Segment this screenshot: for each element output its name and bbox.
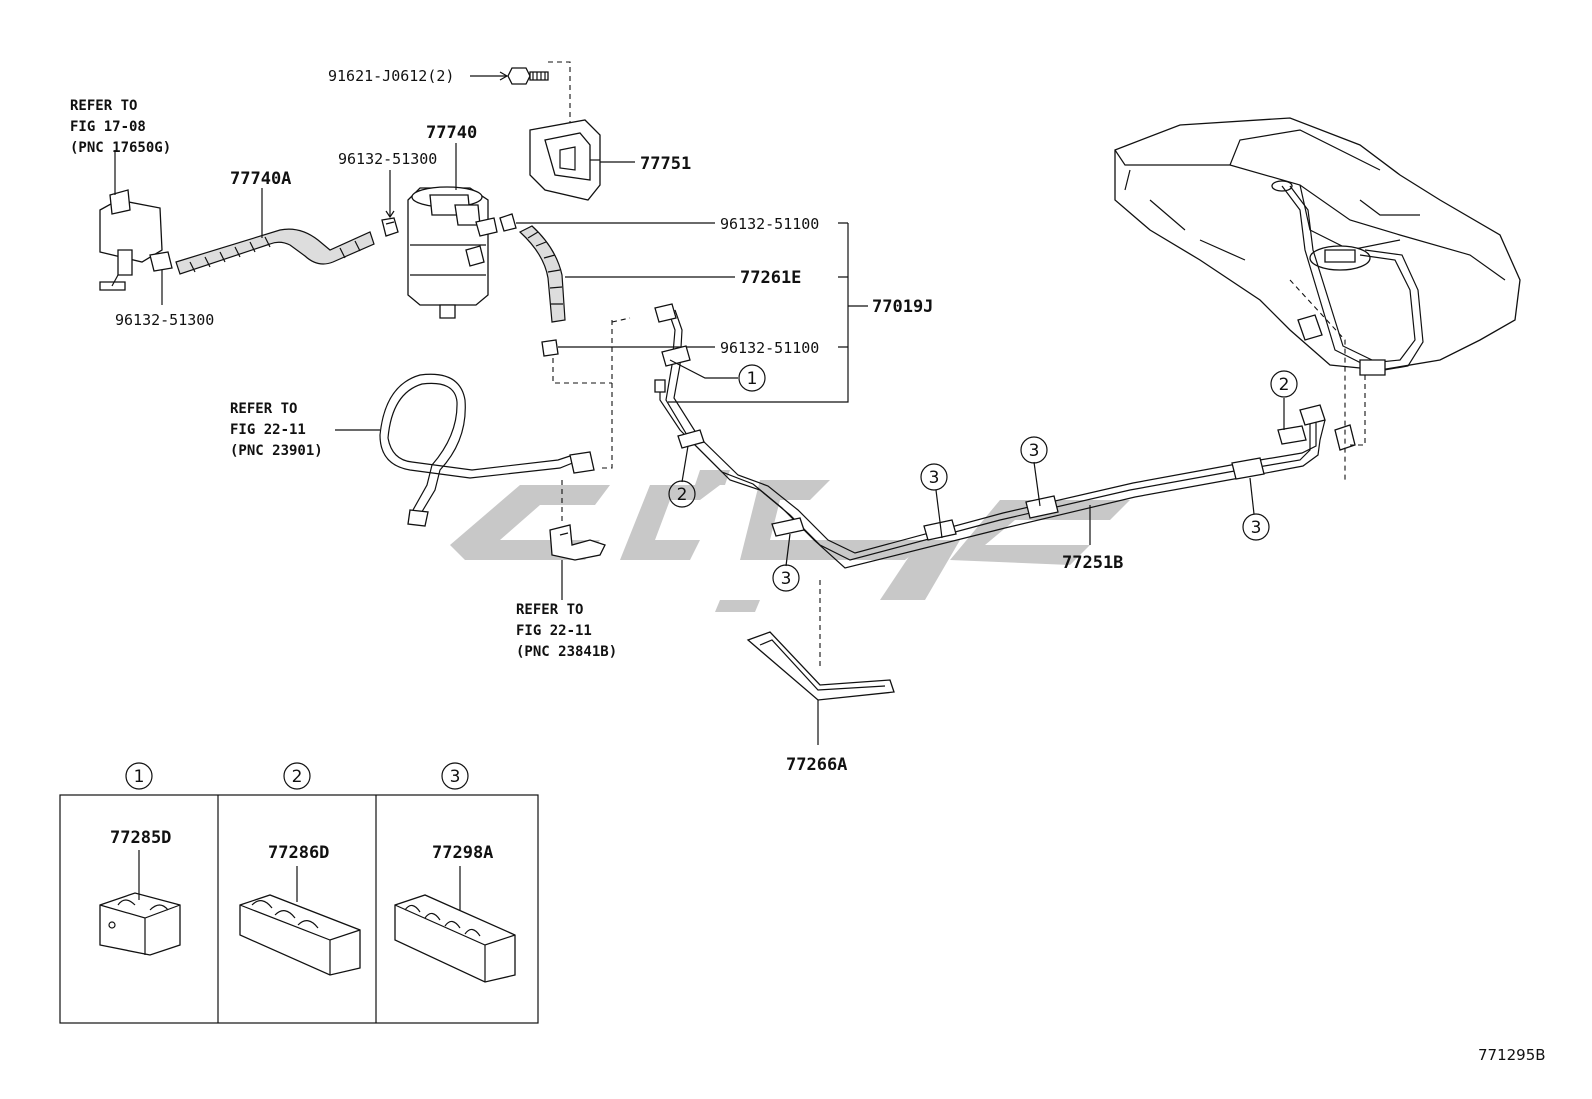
clamp-96132-51100-b bbox=[541, 339, 559, 357]
legend-header-3: 3 bbox=[450, 767, 461, 787]
refer-note-line: FIG 22-11 bbox=[516, 623, 592, 639]
canister-77740 bbox=[407, 186, 498, 319]
hose-breather bbox=[379, 373, 595, 527]
callout-3: 3 bbox=[1029, 441, 1040, 461]
fuel-tank bbox=[1114, 117, 1521, 376]
clip-77286D bbox=[239, 894, 361, 976]
clip-marks bbox=[661, 345, 1307, 541]
valve-left bbox=[99, 189, 173, 291]
legend-part-77285D: 77285D bbox=[110, 828, 171, 848]
bolt-91621 bbox=[507, 67, 549, 85]
clamp-96132-51100-a bbox=[499, 213, 517, 232]
callout-circles bbox=[668, 364, 1298, 592]
refer-note-line: (PNC 23901) bbox=[230, 443, 323, 459]
label-96132-51100: 96132-51100 bbox=[720, 215, 819, 233]
clip-77285D bbox=[99, 892, 181, 956]
clip-77298A bbox=[394, 894, 516, 983]
label-77261E: 77261E bbox=[740, 268, 801, 288]
callout-2: 2 bbox=[677, 485, 688, 505]
refer-note-line: REFER TO bbox=[70, 98, 137, 114]
refer-note-line: REFER TO bbox=[230, 401, 297, 417]
clip-23841B bbox=[549, 524, 606, 561]
label-96132-51300: 96132-51300 bbox=[115, 311, 214, 329]
clamp-96132-51300-a bbox=[381, 217, 399, 237]
protector-77266A bbox=[746, 631, 895, 701]
refer-note-line: (PNC 23841B) bbox=[516, 644, 617, 660]
diagram-code: 771295B bbox=[1478, 1046, 1546, 1064]
callout-1: 1 bbox=[747, 369, 758, 389]
refer-note-line: FIG 22-11 bbox=[230, 422, 306, 438]
refer-note-line: REFER TO bbox=[516, 602, 583, 618]
label-96132-51300: 96132-51300 bbox=[338, 150, 437, 168]
legend-part-77286D: 77286D bbox=[268, 843, 329, 863]
bracket-77751 bbox=[529, 119, 601, 201]
legend-header-2: 2 bbox=[292, 767, 303, 787]
legend-part-77298A: 77298A bbox=[432, 843, 493, 863]
callout-3: 3 bbox=[781, 569, 792, 589]
callout-2: 2 bbox=[1279, 375, 1290, 395]
label-77019J: 77019J bbox=[872, 297, 933, 317]
label-77740A: 77740A bbox=[230, 169, 291, 189]
hose-77740A bbox=[175, 228, 375, 275]
callout-3: 3 bbox=[1251, 518, 1262, 538]
label-91621: 91621-J0612(2) bbox=[328, 67, 454, 85]
label-96132-51100: 96132-51100 bbox=[720, 339, 819, 357]
refer-note-line: FIG 17-08 bbox=[70, 119, 146, 135]
refer-note-line: (PNC 17650G) bbox=[70, 140, 171, 156]
callout-3: 3 bbox=[929, 468, 940, 488]
legend-table bbox=[59, 762, 539, 1024]
label-77740: 77740 bbox=[426, 123, 477, 143]
label-77751: 77751 bbox=[640, 154, 691, 174]
legend-header-1: 1 bbox=[134, 767, 145, 787]
label-77251B: 77251B bbox=[1062, 553, 1123, 573]
hose-77261E bbox=[518, 225, 566, 323]
label-77266A: 77266A bbox=[786, 755, 847, 775]
